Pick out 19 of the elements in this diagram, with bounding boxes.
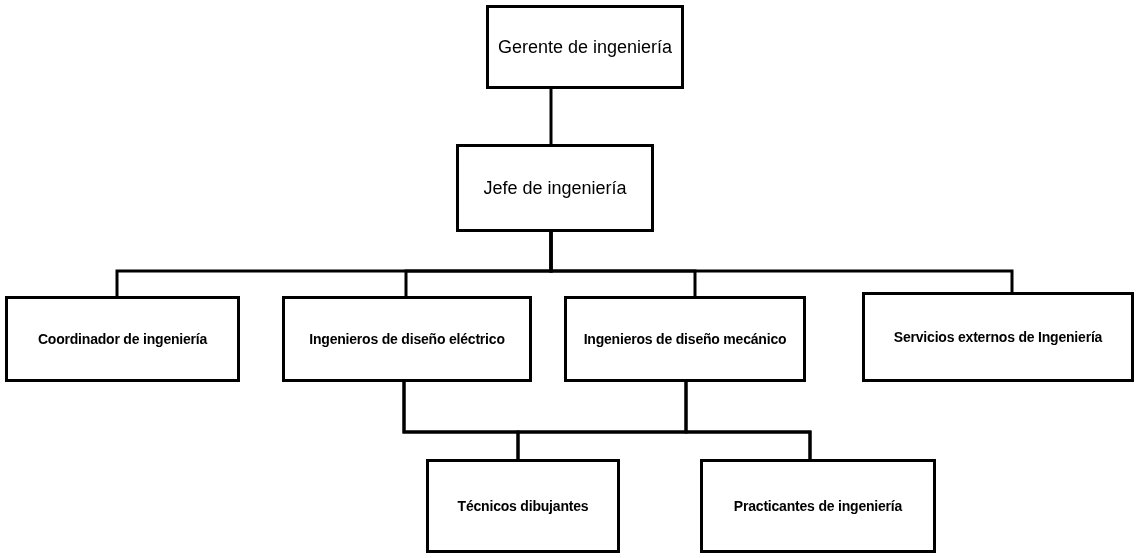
org-box: [486, 5, 684, 89]
connector-line: [549, 232, 1014, 292]
org-box: [5, 296, 240, 382]
connector-line: [684, 382, 812, 459]
org-box: [456, 144, 654, 232]
role-label: Coordinador de ingeniería: [37, 331, 208, 347]
org-box: [426, 459, 620, 553]
org-box: [862, 292, 1134, 382]
org-box: [564, 296, 806, 382]
connector-line: [549, 89, 553, 144]
role-label: Técnicos dibujantes: [457, 498, 589, 514]
org-box: [282, 296, 532, 382]
role-label: Ingenieros de diseño eléctrico: [309, 331, 505, 347]
role-label: Jefe de ingeniería: [483, 177, 627, 199]
role-label: Gerente de ingeniería: [497, 36, 673, 58]
role-label: Practicantes de ingeniería: [733, 498, 903, 514]
role-label: Ingenieros de diseño mecánico: [583, 331, 787, 347]
role-label: Servicios externos de Ingeniería: [893, 329, 1103, 345]
org-box: [700, 459, 936, 553]
